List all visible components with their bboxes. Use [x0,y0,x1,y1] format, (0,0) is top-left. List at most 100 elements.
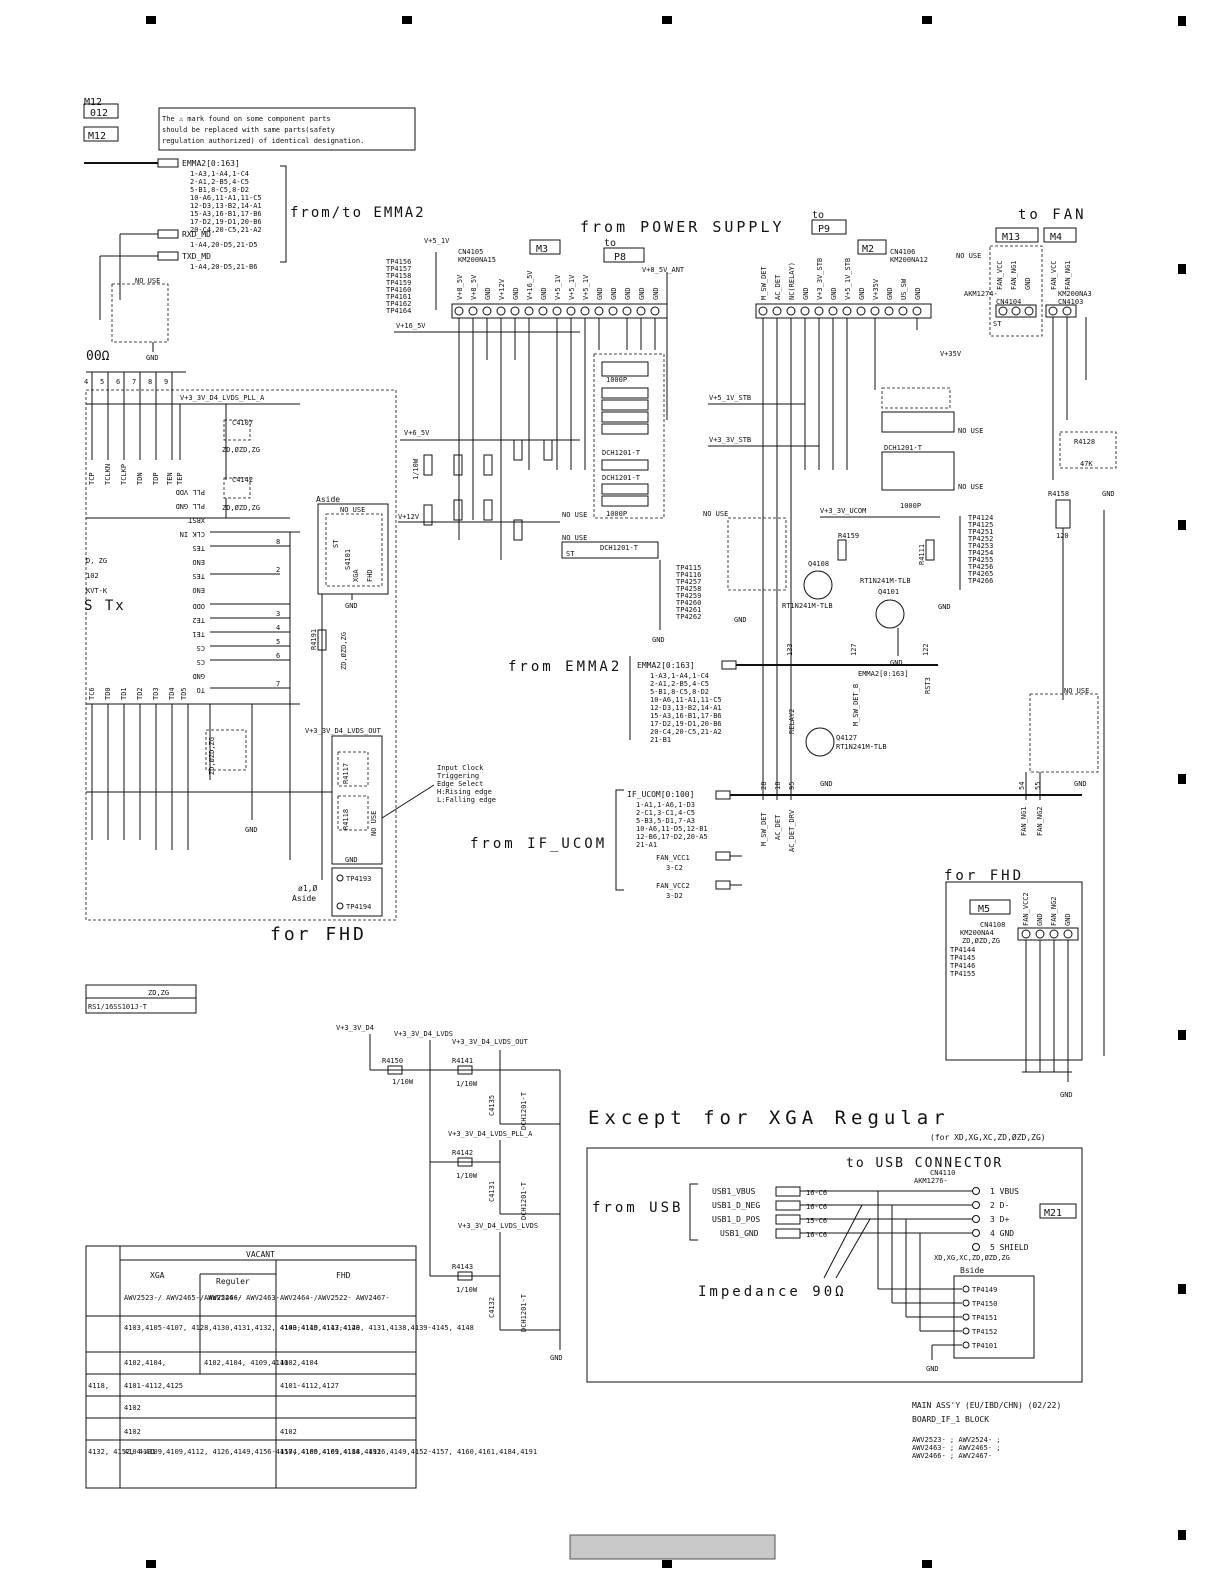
svg-text:USB1_GND: USB1_GND [720,1229,759,1238]
svg-text:6: 6 [276,652,280,660]
svg-text:H:Rising edge: H:Rising edge [437,788,492,796]
tp-right-list: TP4124 TP4125 TP4251 TP4252 TP4253 TP425… [968,514,993,585]
part-label: RT1N241M-TLB [860,577,911,585]
signal-fan-vcc2: FAN_VCC2 [656,882,690,890]
svg-text:4101-4112,4125: 4101-4112,4125 [124,1382,183,1390]
svg-text:15-C6: 15-C6 [806,1217,827,1225]
reg-mark [662,16,672,24]
svg-text:TP4161: TP4161 [386,293,411,301]
svg-text:5-B1,8-C5,8-D2: 5-B1,8-C5,8-D2 [190,186,249,194]
gnd-label: GND [245,826,258,834]
edge-label: M12 [84,97,102,108]
part-label: DCH1201-T [520,1091,528,1130]
usb-variant-note: XD,XG,XC,ZD,ØZD,ZG [934,1254,1010,1262]
rail: V+3_3V_UCOM [820,507,866,515]
testpoint-label: TP4194 [346,903,371,911]
no-use-label: NO USE [562,511,587,519]
svg-text:V+35V: V+35V [872,278,880,300]
table-col-xga: XGA [150,1271,165,1280]
gnd-label: GND [652,636,665,644]
svg-text:TD0: TD0 [104,687,112,700]
svg-text:TP4266: TP4266 [968,577,993,585]
part-label: 1/10W [456,1080,478,1088]
svg-text:4102,4104, 4109,4110: 4102,4104, 4109,4110 [204,1359,288,1367]
fhd-vertical-wires [1022,510,1105,1082]
cn-label: CN4103 [1058,298,1083,306]
svg-text:TEN: TEN [166,472,174,485]
svg-text:4103,4110,4113-4120, 4131,4138: 4103,4110,4113-4120, 4131,4138,4139-4145… [280,1324,474,1332]
svg-text:GND: GND [610,287,618,300]
svg-text:TP4252: TP4252 [968,535,993,543]
fhd-fan-box [945,881,1083,1061]
fan-cap-block [1029,693,1099,773]
lvds-numbers: 4 5 6 7 8 9 [84,378,168,386]
svg-text:GND: GND [802,287,810,300]
svg-text:DCH1201-T: DCH1201-T [884,444,923,452]
svg-text:21-A1: 21-A1 [636,841,657,849]
svg-text:4: 4 [276,624,280,632]
connector-label: P8 [614,252,626,263]
cn4104-body [995,304,1037,318]
edge-box [83,103,119,119]
reg-mark [1178,264,1186,274]
svg-text:TP4255: TP4255 [968,556,993,564]
testpoint [336,874,344,882]
gnd-label: GND [820,780,833,788]
part-label: R4111 [918,544,926,565]
part-label: RT1N241M-TLB [836,743,887,751]
pin-label: GND [1024,277,1032,290]
svg-text:2-C1,3-C1,4-C5: 2-C1,3-C1,4-C5 [636,809,695,817]
ab-label: ZD,ØZD,ZG [962,937,1000,945]
svg-text:5: 5 [276,638,280,646]
bus-port [721,660,737,670]
edge-label: 00Ω [86,349,110,364]
cap-c4142: C4142 ZD,ØZD,ZG [222,476,260,518]
power-pin-labels: V+8_5V V+8_5V GND V+12V GND V+16_5V GND … [456,270,660,300]
section-from-emma2: from EMMA2 [508,659,622,675]
svg-text:TC6: TC6 [88,687,96,700]
rail: V+5_1V_STB [709,394,751,402]
svg-text:16-C6: 16-C6 [806,1231,827,1239]
svg-text:TP4155: TP4155 [950,970,975,978]
gnd-label: GND [1074,780,1087,788]
testpoint-label: TP4193 [346,875,371,883]
st-label: ST [566,550,575,558]
rail: V+3_3V_D4_LVDS_PLL_A [448,1130,533,1138]
svg-text:TES: TES [192,572,205,580]
cn4105-body [451,303,668,319]
svg-text:GND: GND [512,287,520,300]
svg-text:TD5: TD5 [180,687,188,700]
pin-label: GND [1036,913,1044,926]
svg-text:AC_DET: AC_DET [774,274,782,300]
bside-label: Bside [960,1266,984,1275]
resistor-r4117 [337,751,369,787]
svg-text:TD2: TD2 [136,687,144,700]
cap-block [593,353,665,519]
svg-text:4 GND: 4 GND [990,1229,1014,1238]
reg-mark [1178,1530,1186,1540]
svg-text:ZD,ØZD,ZG: ZD,ØZD,ZG [208,737,216,775]
svg-text:TP4125: TP4125 [968,521,993,529]
bus-name: EMMA2[0:163] [182,159,240,168]
svg-text:GND: GND [192,672,205,680]
bside-wires [877,1191,962,1360]
signal-loc: 1-A4,20-D5,21-D5 [190,241,257,249]
signal-name: RST3 [924,677,932,694]
gnd-label: GND [1060,1091,1073,1099]
svg-text:TD3: TD3 [152,687,160,700]
rail: V+3_3V_D4_LVDS [394,1030,453,1038]
svg-text:TP4144: TP4144 [950,946,975,954]
cn-label: CN4110 [930,1169,955,1177]
svg-text:TP4149: TP4149 [972,1286,997,1294]
connector-label: M5 [978,904,990,915]
bus-name: IF_UCOM[0:100] [627,790,694,799]
svg-text:2-A1,2-B5,4-C5: 2-A1,2-B5,4-C5 [190,178,249,186]
svg-text:4102,4104: 4102,4104 [280,1359,318,1367]
part-label: R4117 [342,763,350,784]
reg-mark [146,1560,156,1568]
resistor-r4143 [457,1271,473,1281]
usb-region [586,1147,1083,1383]
tp-fhd-list: TP4144 TP4145 TP4146 TP4155 [950,946,975,978]
resistor-r4158 [1055,499,1071,529]
svg-text:V+8_5V: V+8_5V [470,274,478,300]
